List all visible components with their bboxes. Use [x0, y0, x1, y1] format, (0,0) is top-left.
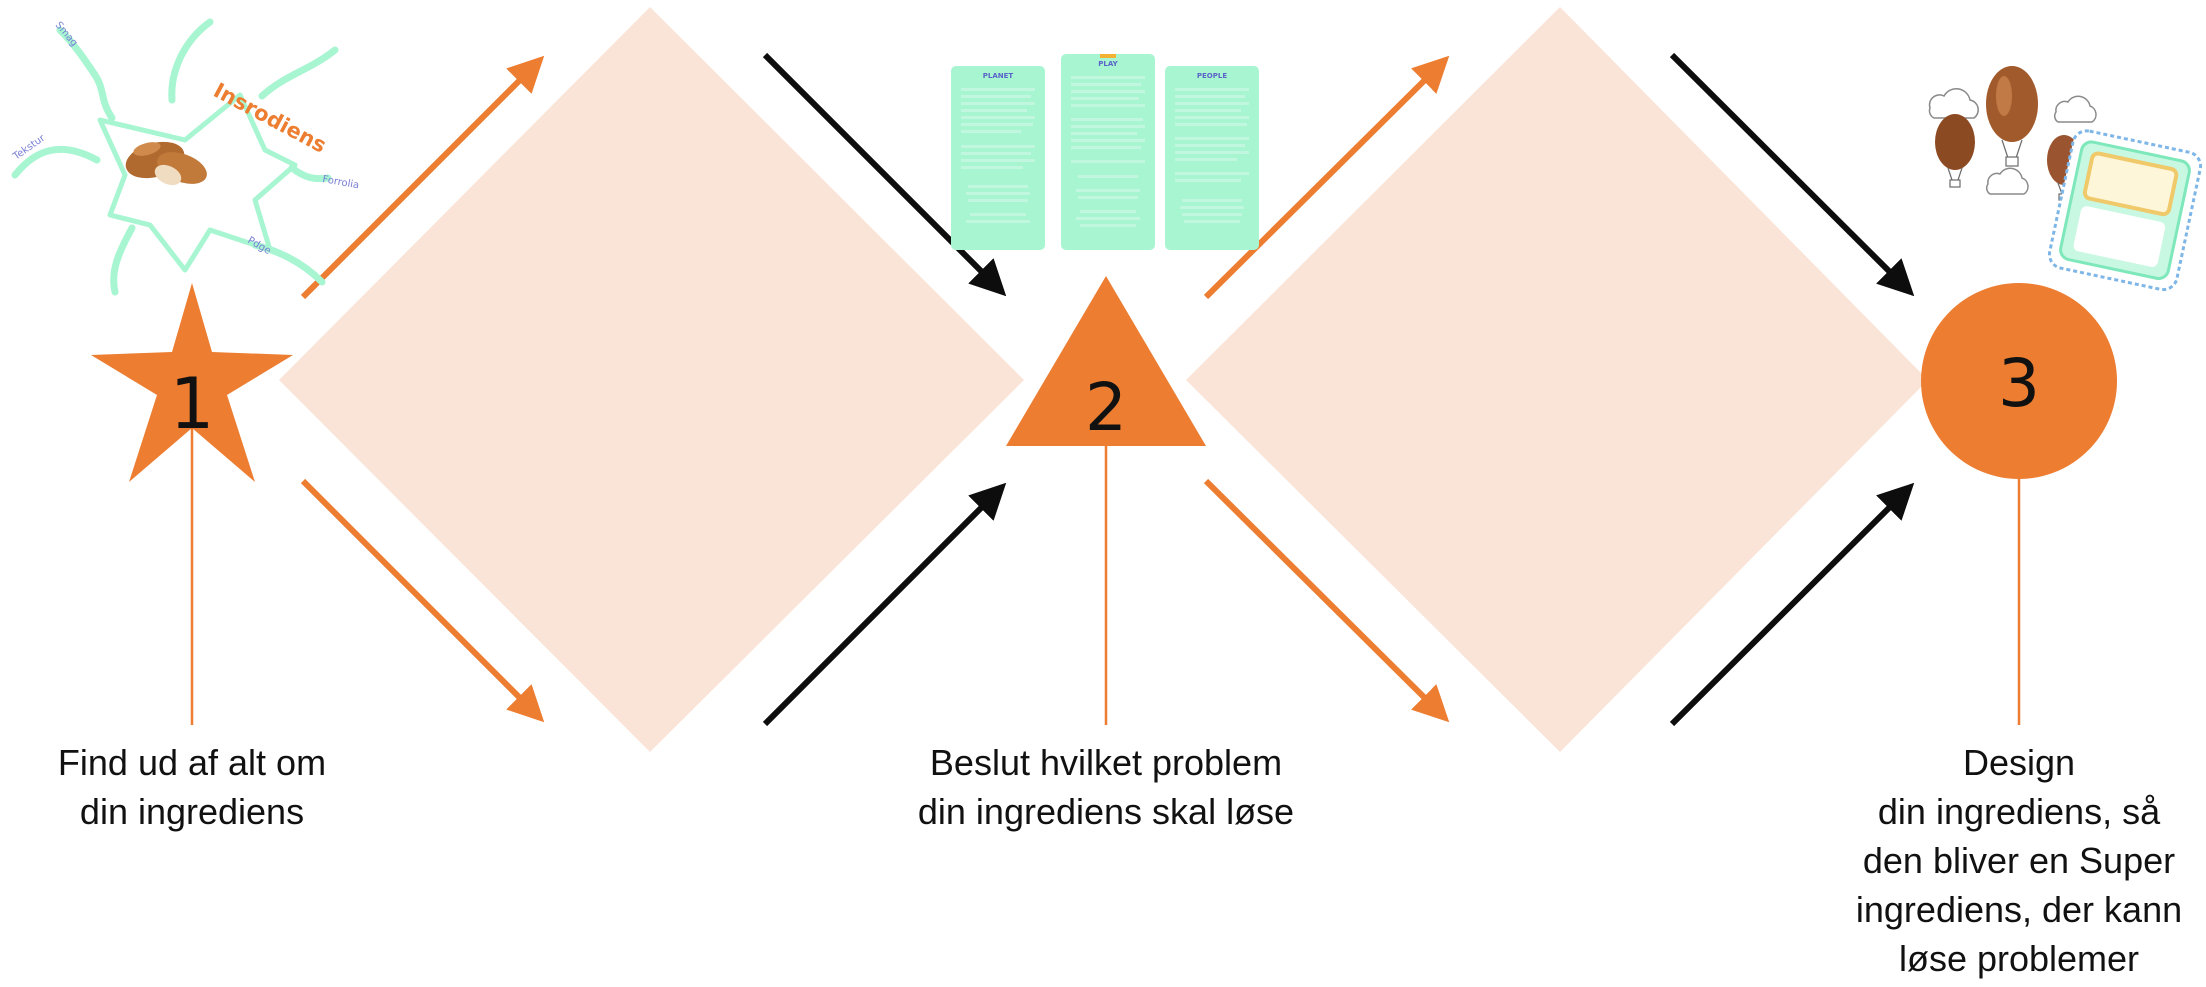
- arrow-diverge-up-1: [300, 55, 545, 300]
- card-planet-title: PLANET: [983, 72, 1014, 80]
- step-2-description: Beslut hvilket problem din ingrediens ska…: [856, 738, 1356, 836]
- cards-illustration: PLANET PLAY: [951, 54, 1259, 250]
- step-1-text-line: Find ud af alt om: [57, 742, 327, 783]
- step-1-description: Find ud af alt om din ingrediens: [0, 738, 384, 836]
- step-3-text-line: din ingrediens, så: [1877, 791, 2161, 832]
- arrow-diverge-down-1: [300, 478, 545, 723]
- step-2-text-line: din ingrediens skal løse: [917, 791, 1295, 832]
- sticker-card-icon: [2047, 129, 2203, 292]
- step-3-text-line: løse problemer: [1898, 938, 2140, 979]
- diamond-discover-define: [279, 7, 1024, 752]
- step-3-text-line: den bliver en Super: [1862, 840, 2176, 881]
- step-1-star: 1: [91, 283, 293, 482]
- design-illustration: [1928, 66, 2203, 292]
- card-people-title: PEOPLE: [1197, 72, 1227, 80]
- card-play-lines: [1071, 76, 1145, 227]
- squiggle-4-icon: [11, 145, 101, 179]
- squiggle-1-icon: [56, 26, 116, 122]
- step-3-text-line: ingrediens, der kann: [1855, 889, 2183, 930]
- triangle-icon: [1006, 276, 1206, 446]
- brainstorm-word-3: Forrolia: [321, 174, 360, 191]
- card-planet-lines: [961, 88, 1035, 223]
- step-1-number: 1: [170, 363, 215, 445]
- arrow-diverge-up-2: [1203, 55, 1450, 300]
- card-people-lines: [1175, 88, 1249, 223]
- card-people: PEOPLE: [1165, 66, 1259, 250]
- card-play-title: PLAY: [1098, 60, 1118, 68]
- card-play: PLAY: [1061, 54, 1155, 250]
- circle-icon: [1921, 283, 2117, 479]
- arrow-converge-down-2: [1669, 52, 1915, 297]
- step-3-description: Design din ingrediens, så den bliver en Su…: [1832, 738, 2206, 983]
- almond-icon: [125, 141, 207, 186]
- step-1-text-line: din ingrediens: [79, 791, 305, 832]
- step-2-number: 2: [1085, 369, 1127, 446]
- step-3-number: 3: [1998, 345, 2040, 422]
- step-3-circle: 3: [1921, 283, 2117, 479]
- arrow-diverge-down-2: [1203, 478, 1450, 723]
- step-2-text-line: Beslut hvilket problem: [929, 742, 1283, 783]
- step-3-text-line: Design: [1962, 742, 2076, 783]
- card-planet: PLANET: [951, 66, 1045, 250]
- brainstorm-word-1: Smag: [53, 20, 80, 49]
- star-icon: [91, 283, 293, 482]
- arrow-converge-up-2: [1669, 482, 1915, 727]
- squiggle-7-icon: [288, 164, 332, 183]
- squiggle-5-icon: [110, 224, 136, 296]
- diamond-develop-deliver: [1186, 7, 1928, 752]
- cloud-icon: [1928, 88, 2097, 195]
- squiggle-3-icon: [258, 46, 339, 100]
- brainstorm-illustration: Insrodiens Smag Tekstur Forrolia Pdge: [11, 18, 360, 296]
- arrow-converge-up-1: [762, 482, 1007, 727]
- step-2-triangle: 2: [1006, 276, 1206, 446]
- squiggle-6-icon: [251, 241, 326, 286]
- arrow-converge-down-1: [762, 52, 1007, 297]
- squiggle-2-icon: [168, 18, 214, 104]
